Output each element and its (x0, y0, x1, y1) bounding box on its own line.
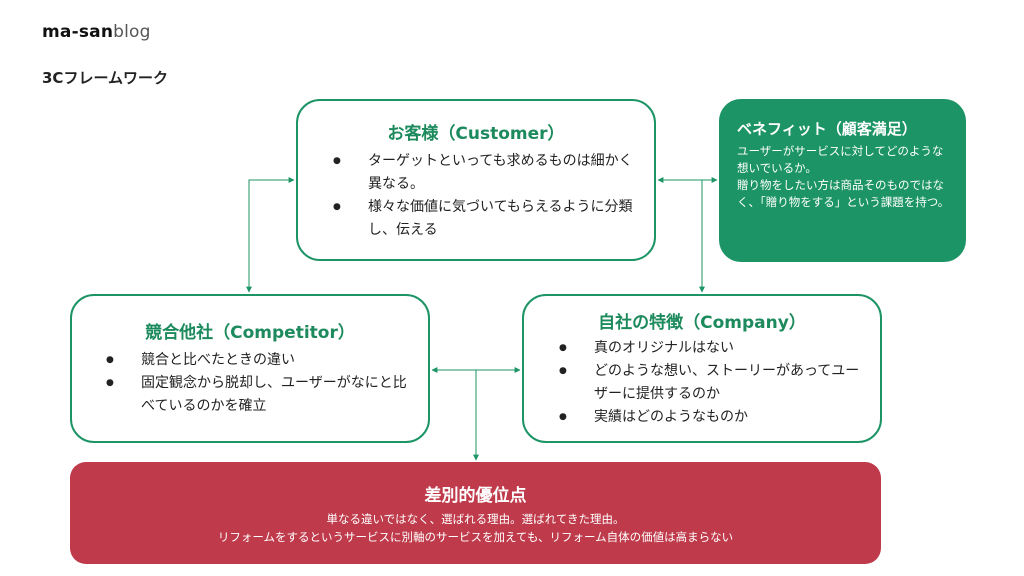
competitor-item: 固定観念から脱却し、ユーザーがなにと比べているのかを確立 (106, 372, 411, 418)
company-box: 自社の特徴（Company） 真のオリジナルはない どのような想い、ストーリーが… (522, 294, 882, 443)
company-list: 真のオリジナルはない どのような想い、ストーリーがあってユーザーに提供するのか … (559, 337, 864, 429)
site-logo[interactable]: ma-sanblog (42, 22, 151, 42)
customer-list: ターゲットといっても求めるものは細かく異なる。 様々な価値に気づいてもらえるよう… (333, 150, 633, 242)
customer-title: お客様（Customer） (387, 124, 565, 144)
differentiation-line: 単なる違いではなく、選ばれる理由。選ばれてきた理由。 (326, 512, 625, 526)
differentiation-box: 差別的優位点 単なる違いではなく、選ばれる理由。選ばれてきた理由。 リフォームを… (70, 462, 881, 564)
arrow-customer-competitor (246, 177, 295, 293)
benefit-box: ベネフィット（顧客満足） ユーザーがサービスに対してどのような想いでいるか。 贈… (719, 99, 966, 262)
benefit-title: ベネフィット（顧客満足） (737, 120, 917, 138)
benefit-paragraph: ユーザーがサービスに対してどのような想いでいるか。 (737, 144, 944, 175)
logo-bold-text: ma-san (42, 22, 114, 42)
competitor-title: 競合他社（Competitor） (145, 323, 355, 343)
benefit-paragraph: 贈り物をしたい方は商品そのものではなく、「贈り物をする」という課題を持つ。 (737, 178, 950, 209)
company-item: どのような想い、ストーリーがあってユーザーに提供するのか (559, 360, 864, 406)
company-item: 真のオリジナルはない (559, 337, 864, 360)
benefit-body: ユーザーがサービスに対してどのような想いでいるか。 贈り物をしたい方は商品そのも… (737, 143, 952, 211)
company-item: 実績はどのようなものか (559, 406, 864, 429)
competitor-box: 競合他社（Competitor） 競合と比べたときの違い 固定観念から脱却し、ユ… (70, 294, 430, 443)
differentiation-line: リフォームをするというサービスに別軸のサービスを加えても、リフォーム自体の価値は… (217, 530, 734, 544)
competitor-item: 競合と比べたときの違い (106, 349, 411, 372)
customer-item: ターゲットといっても求めるものは細かく異なる。 (333, 150, 633, 196)
customer-box: お客様（Customer） ターゲットといっても求めるものは細かく異なる。 様々… (296, 99, 656, 261)
differentiation-title: 差別的優位点 (424, 486, 527, 506)
page-title: 3Cフレームワーク (42, 69, 168, 87)
company-title: 自社の特徴（Company） (598, 313, 806, 333)
customer-item: 様々な価値に気づいてもらえるように分類し、伝える (333, 196, 633, 242)
logo-light-text: blog (113, 22, 151, 42)
competitor-list: 競合と比べたときの違い 固定観念から脱却し、ユーザーがなにと比べているのかを確立 (106, 349, 411, 418)
